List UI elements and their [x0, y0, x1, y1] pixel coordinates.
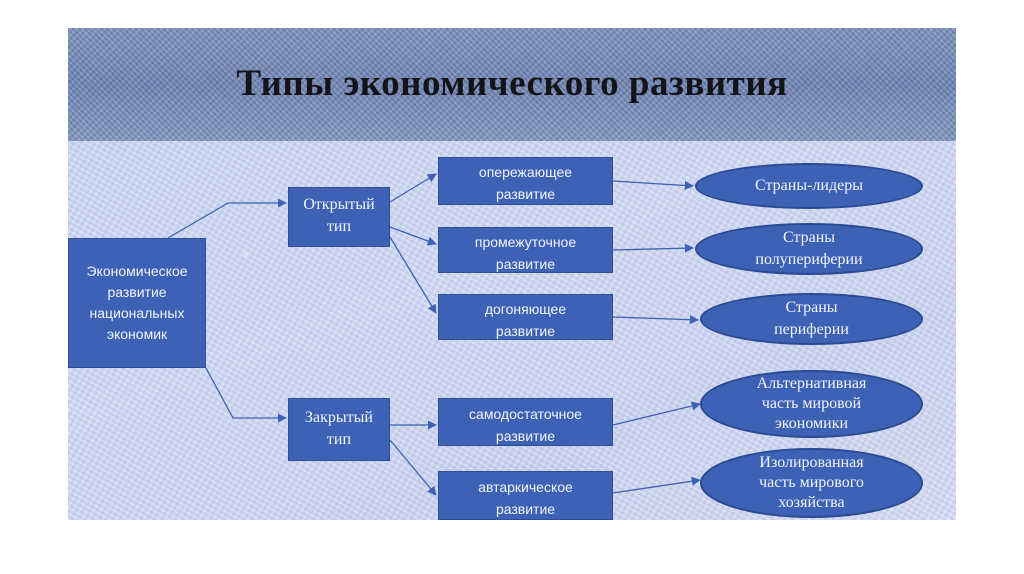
- node-catching-up-label: догоняющее развитие: [484, 301, 567, 339]
- arrow-advanced-to-leaders: [612, 180, 694, 191]
- arrow-self-sufficient-to-alternative: [612, 401, 701, 426]
- outcome-isolated-label: Изолированная часть мирового хозяйства: [759, 454, 864, 511]
- slide: Типы экономического развития Экономическ…: [68, 28, 956, 520]
- node-closed-type-label: Закрытый тип: [305, 409, 373, 448]
- connectors: [167, 173, 701, 496]
- outcome-semi-periphery: Страны полупериферии: [695, 223, 923, 275]
- node-root-label: Экономическое развитие национальных экон…: [86, 263, 188, 342]
- node-root: Экономическое развитие национальных экон…: [68, 238, 206, 368]
- arrow-open-to-intermediate: [389, 226, 437, 246]
- outcome-periphery-label: Страны периферии: [774, 299, 849, 338]
- outcome-alternative-label: Альтернативная часть мировой экономики: [756, 375, 867, 432]
- arrow-autarkic-to-isolated: [612, 476, 701, 494]
- node-self-sufficient-label: самодостаточное развитие: [469, 406, 582, 444]
- outcome-isolated: Изолированная часть мирового хозяйства: [700, 448, 923, 518]
- outcome-alternative: Альтернативная часть мировой экономики: [700, 370, 923, 438]
- arrow-intermediate-to-semi-periphery: [612, 243, 694, 253]
- arrow-root-to-open: [167, 198, 287, 239]
- slide-title: Типы экономического развития: [236, 63, 788, 104]
- node-autarkic: автаркическое развитие: [438, 471, 613, 520]
- arrow-root-to-closed: [205, 367, 287, 423]
- arrow-closed-to-autarkic: [389, 439, 437, 496]
- arrow-catching-up-to-periphery: [612, 315, 699, 325]
- outcome-semi-periphery-label: Страны полупериферии: [755, 229, 863, 268]
- node-advanced: опережающее развитие: [438, 157, 613, 205]
- node-self-sufficient: самодостаточное развитие: [438, 398, 613, 446]
- node-intermediate-label: промежуточное развитие: [474, 234, 577, 272]
- node-catching-up: догоняющее развитие: [438, 294, 613, 340]
- outcome-periphery: Страны периферии: [700, 293, 923, 345]
- node-advanced-label: опережающее развитие: [478, 164, 573, 202]
- node-closed-type: Закрытый тип: [288, 398, 390, 461]
- title-band: Типы экономического развития: [68, 28, 956, 141]
- node-open-type: Открытый тип: [288, 187, 390, 247]
- node-open-type-label: Открытый тип: [303, 196, 375, 235]
- outcome-leaders: Страны-лидеры: [695, 163, 923, 209]
- arrow-open-to-advanced: [389, 173, 437, 203]
- node-intermediate: промежуточное развитие: [438, 227, 613, 273]
- outcome-leaders-label: Страны-лидеры: [755, 177, 863, 194]
- node-autarkic-label: автаркическое развитие: [478, 479, 573, 517]
- arrow-open-to-catching-up: [389, 236, 437, 314]
